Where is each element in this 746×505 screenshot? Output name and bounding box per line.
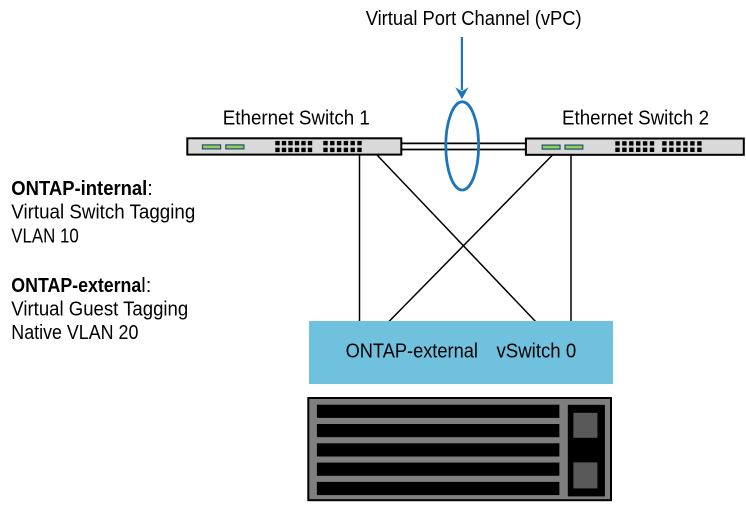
svg-text:Virtual Guest Tagging: Virtual Guest Tagging <box>11 299 188 321</box>
svg-text:VLAN 10: VLAN 10 <box>11 226 79 248</box>
svg-text:ONTAP-external: ONTAP-external <box>346 341 478 363</box>
svg-text:Ethernet Switch 2: Ethernet Switch 2 <box>562 108 709 130</box>
svg-text:Native VLAN 20: Native VLAN 20 <box>11 322 138 344</box>
svg-text:ONTAP-external:: ONTAP-external: <box>11 275 151 297</box>
svg-text:ONTAP-internal:: ONTAP-internal: <box>11 178 153 200</box>
svg-text:Virtual Port Channel (vPC): Virtual Port Channel (vPC) <box>366 8 582 30</box>
svg-text:Virtual Switch Tagging: Virtual Switch Tagging <box>11 202 195 224</box>
svg-text:Ethernet Switch 1: Ethernet Switch 1 <box>223 107 370 129</box>
svg-text:vSwitch 0: vSwitch 0 <box>497 341 577 363</box>
